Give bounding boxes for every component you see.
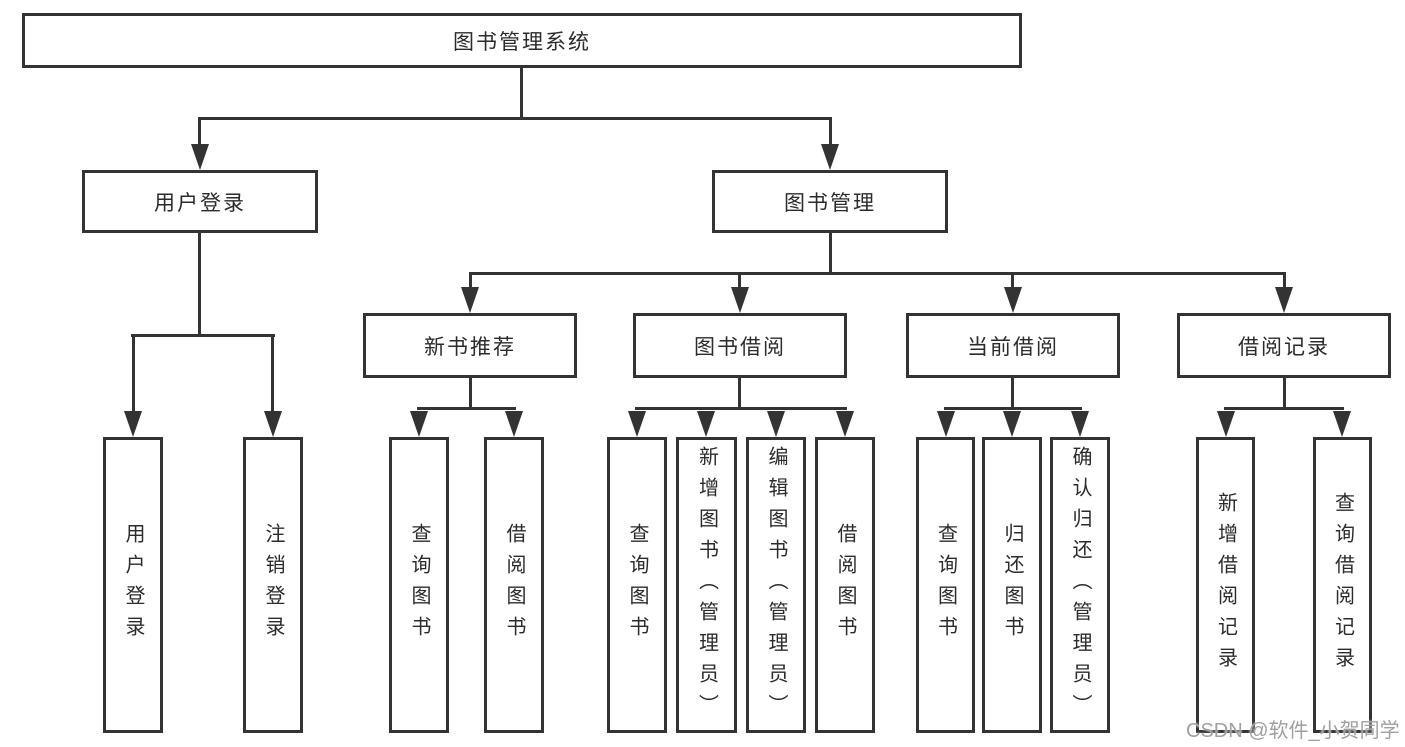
node-label: 图书管理	[784, 191, 876, 215]
arrow-down-icon	[1004, 287, 1022, 313]
connector-line	[1224, 407, 1344, 410]
arrow-down-icon	[264, 411, 282, 437]
connector-line	[198, 117, 201, 150]
connector-line	[829, 117, 832, 150]
node-label: 图书借阅	[694, 335, 786, 359]
arrow-down-icon	[191, 144, 209, 170]
node-label: 借阅图书	[834, 523, 856, 647]
node-label: 借阅图书	[503, 523, 525, 647]
arrow-down-icon	[731, 287, 749, 313]
node-nb-query-books: 查询图书	[389, 437, 449, 733]
connector-line	[132, 334, 135, 415]
arrow-down-icon	[1003, 411, 1021, 437]
connector-line	[829, 233, 832, 275]
node-user-login: 用户登录	[103, 437, 163, 733]
node-label: 用户登录	[122, 523, 144, 647]
node-cb-query-books: 查询图书	[916, 437, 975, 733]
connector-line	[1011, 378, 1014, 410]
node-label: 图书管理系统	[453, 30, 591, 54]
connector-line	[1283, 272, 1286, 291]
node-cb-return-books: 归还图书	[982, 437, 1042, 733]
connector-line	[944, 407, 1082, 410]
arrow-down-icon	[1275, 287, 1293, 313]
connector-line	[131, 334, 275, 337]
connector-line	[417, 407, 516, 410]
node-book-borrowing: 图书借阅	[633, 313, 847, 378]
node-label: 查询图书	[408, 523, 430, 647]
node-library-system: 图书管理系统	[22, 13, 1022, 68]
node-bb-query-books: 查询图书	[607, 437, 667, 733]
arrow-down-icon	[410, 411, 428, 437]
node-label: 用户登录	[154, 191, 246, 215]
arrow-down-icon	[767, 411, 785, 437]
node-label: 查询图书	[934, 523, 957, 647]
node-label: 当前借阅	[967, 335, 1059, 359]
connector-line	[271, 334, 274, 415]
arrow-down-icon	[505, 411, 523, 437]
node-label: 查询借阅记录	[1331, 492, 1354, 678]
connector-line	[469, 272, 472, 291]
connector-line	[198, 233, 201, 336]
node-label: 注销登录	[262, 523, 284, 647]
node-label: 新增图书（管理员）	[695, 445, 718, 725]
node-label: 借阅记录	[1238, 335, 1330, 359]
arrow-down-icon	[1071, 411, 1089, 437]
arrow-down-icon	[821, 144, 839, 170]
node-user-login-module: 用户登录	[82, 170, 318, 233]
connector-line	[738, 378, 741, 410]
arrow-down-icon	[1333, 411, 1351, 437]
connector-line	[198, 117, 832, 120]
node-nb-borrow-books: 借阅图书	[484, 437, 544, 733]
node-current-borrowing: 当前借阅	[906, 313, 1120, 378]
node-br-query-borrow-record: 查询借阅记录	[1313, 437, 1372, 733]
connector-line	[469, 272, 1286, 275]
node-borrowing-records: 借阅记录	[1177, 313, 1391, 378]
arrow-down-icon	[697, 411, 715, 437]
node-book-management-module: 图书管理	[712, 170, 948, 233]
node-bb-edit-books-admin: 编辑图书（管理员）	[746, 437, 806, 733]
connector-line	[1283, 378, 1286, 410]
node-label: 查询图书	[626, 523, 648, 647]
node-label: 归还图书	[1001, 523, 1023, 647]
node-logout-login: 注销登录	[243, 437, 303, 733]
node-label: 编辑图书（管理员）	[765, 445, 787, 725]
node-bb-add-books-admin: 新增图书（管理员）	[676, 437, 737, 733]
node-label: 新增借阅记录	[1214, 492, 1237, 678]
node-label: 新书推荐	[424, 335, 516, 359]
node-new-book-recommend: 新书推荐	[363, 313, 577, 378]
connector-line	[1011, 272, 1014, 291]
arrow-down-icon	[628, 411, 646, 437]
connector-line	[469, 378, 472, 410]
connector-line	[738, 272, 741, 291]
connector-line	[635, 407, 847, 410]
arrow-down-icon	[1217, 411, 1235, 437]
node-bb-borrow-books: 借阅图书	[815, 437, 875, 733]
arrow-down-icon	[461, 287, 479, 313]
connector-line	[520, 66, 523, 120]
node-br-add-borrow-record: 新增借阅记录	[1196, 437, 1255, 733]
node-label: 确认归还（管理员）	[1069, 445, 1091, 725]
arrow-down-icon	[124, 411, 142, 437]
arrow-down-icon	[937, 411, 955, 437]
node-cb-confirm-return-admin: 确认归还（管理员）	[1050, 437, 1110, 733]
watermark: CSDN @软件_小贺同学	[1186, 720, 1400, 742]
arrow-down-icon	[836, 411, 854, 437]
